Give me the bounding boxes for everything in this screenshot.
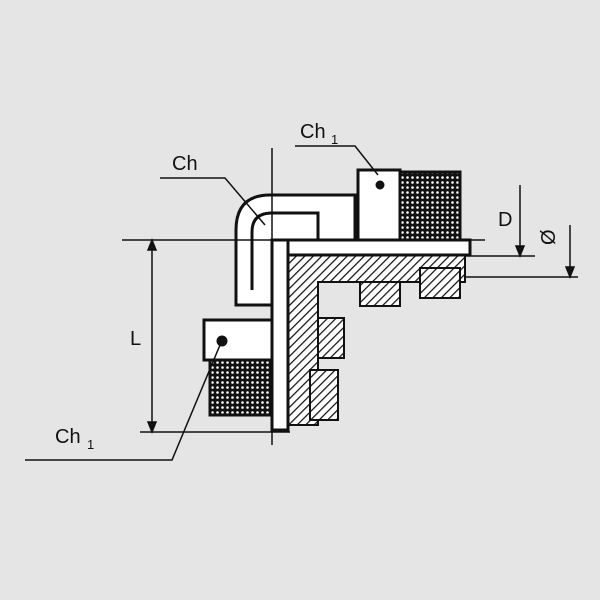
- label-ch1-bottom: Ch: [55, 426, 81, 448]
- label-ch1-bottom-sub: 1: [87, 437, 94, 452]
- label-ch1-top-sub: 1: [331, 132, 338, 147]
- label-ch: Ch: [172, 153, 198, 175]
- label-diameter: Ø: [538, 229, 560, 245]
- label-l: L: [130, 328, 141, 350]
- label-d: D: [498, 209, 512, 231]
- dimension-lines: [25, 145, 578, 461]
- section-hatch: [270, 238, 472, 432]
- label-ch1-top: Ch: [300, 121, 326, 143]
- top-nut: [356, 168, 462, 242]
- bottom-nut: [202, 318, 276, 417]
